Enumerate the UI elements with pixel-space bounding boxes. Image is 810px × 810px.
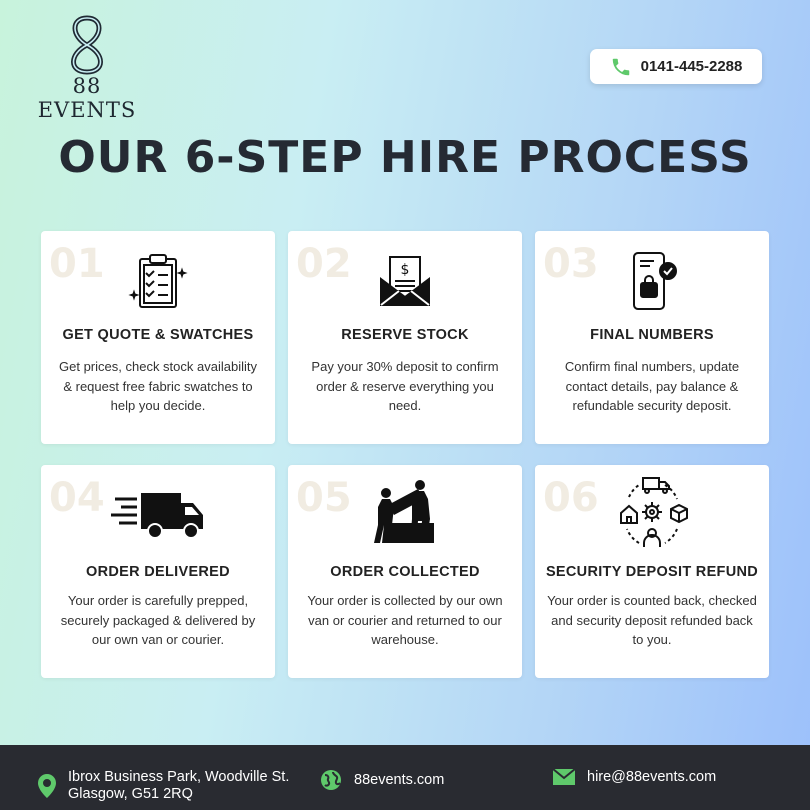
phone-shopping-check-icon [622,251,682,311]
phone-number: 0141-445-2288 [640,58,743,75]
step-number: 05 [296,475,352,521]
step-number: 06 [543,475,599,521]
email-text: hire@88events.com [587,769,717,785]
step-description: Your order is collected by our own van o… [307,593,503,647]
step-number: 04 [49,475,105,521]
phone-button[interactable]: 0141-445-2288 [590,49,762,84]
infinity-eight-icon [71,15,103,75]
footer-address: Ibrox Business Park, Woodville St. Glasg… [38,769,289,803]
step-description: Get prices, check stock availability & r… [59,359,257,413]
step-heading: ORDER DELIVERED [86,564,230,580]
brand-logo: 88 EVENTS [22,14,152,122]
step-heading: RESERVE STOCK [341,327,469,343]
phone-icon [612,58,629,75]
svg-text:$: $ [401,262,410,278]
step-description: Your order is counted back, checked and … [547,593,757,647]
page-title: OUR 6-STEP HIRE PROCESS [58,132,752,183]
clipboard-checklist-icon [128,251,188,311]
map-pin-icon [38,774,56,798]
address-line-1: Ibrox Business Park, Woodville St. [68,769,290,785]
globe-icon [321,770,341,790]
brand-name: 88 EVENTS [37,74,137,122]
address-line-2: Glasgow, G51 2RQ [68,786,193,802]
footer-email-link[interactable]: hire@88events.com [553,769,716,785]
step-card-3: 03 FINAL NUMBERS Confirm final numbers, … [535,231,769,444]
step-heading: SECURITY DEPOSIT REFUND [545,564,759,580]
footer-website-link[interactable]: 88events.com [320,769,444,791]
step-description: Confirm final numbers, update contact de… [564,359,740,413]
delivery-truck-icon [111,485,207,545]
step-card-1: 01 GET QUOTE & SWATCHES Get prices, chec… [41,231,275,444]
step-card-5: 05 ORDER COLLECTED Your order is collect… [288,465,522,678]
envelope-icon [553,769,575,785]
step-number: 02 [296,241,352,287]
step-heading: GET QUOTE & SWATCHES [62,327,254,343]
step-description: Your order is carefully prepped, securel… [60,593,256,647]
step-description: Pay your 30% deposit to confirm order & … [311,359,499,413]
step-heading: FINAL NUMBERS [590,327,714,343]
step-number: 03 [543,241,599,287]
step-card-4: 04 ORDER DELIVERED Your order is careful… [41,465,275,678]
footer: Ibrox Business Park, Woodville St. Glasg… [0,745,810,810]
envelope-invoice-icon: $ [375,251,435,311]
logistics-cycle-icon [615,475,689,549]
step-card-6: 06 SECURITY DEPOSIT REFUND Your order is… [535,465,769,678]
step-card-2: 02 $ RESERVE STOCK Pay your 30% deposit … [288,231,522,444]
step-number: 01 [49,241,105,287]
website-text: 88events.com [354,772,445,788]
step-heading: ORDER COLLECTED [330,564,480,580]
movers-carrying-box-icon [368,477,440,547]
